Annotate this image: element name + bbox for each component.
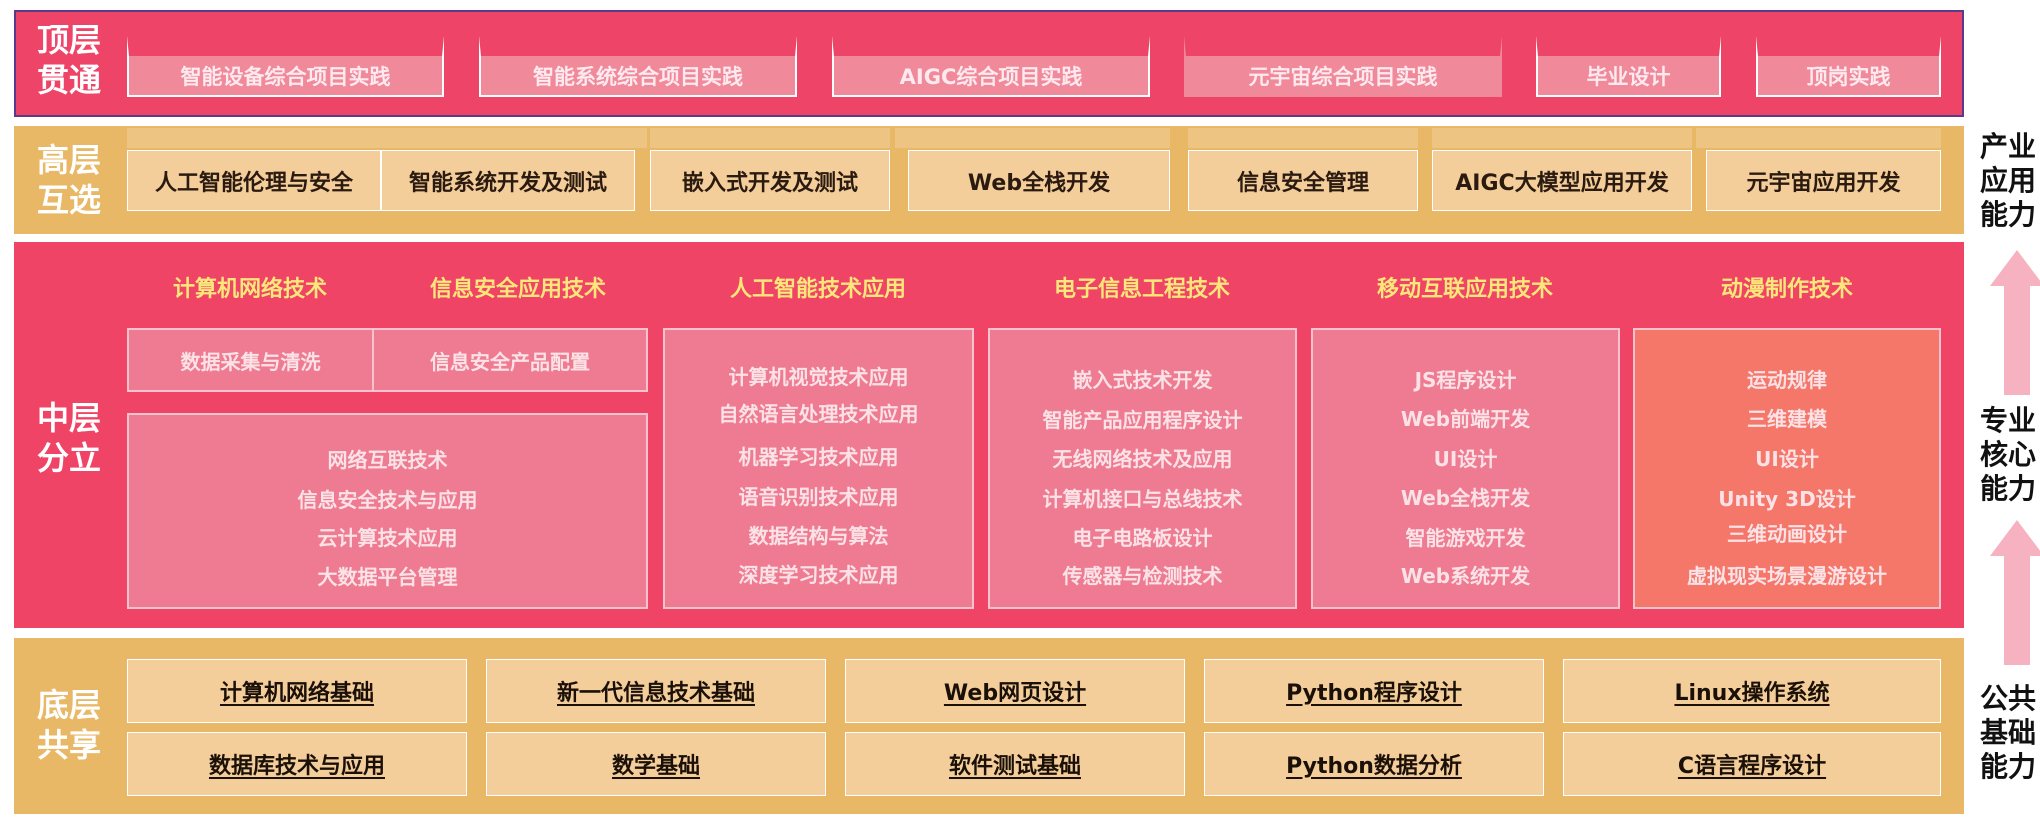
mid-box-network-item: 信息安全技术与应用: [297, 488, 478, 512]
mid-box-mobile-item: Web全栈开发: [1400, 486, 1531, 510]
mid-box-mobile: JS程序设计 Web前端开发 UI设计 Web全栈开发 智能游戏开发 Web系统…: [1311, 328, 1620, 609]
mid-box-ee-item: 电子电路板设计: [1072, 526, 1213, 550]
mid-title-animation: 动漫制作技术: [1720, 277, 1853, 302]
mid-title-network: 计算机网络技术: [172, 277, 327, 302]
high-tab: [1432, 128, 1692, 148]
top-item-smart-device: 智能设备综合项目实践: [127, 36, 444, 97]
mid-box-security-product: 信息安全产品配置: [372, 328, 648, 392]
base-item-database: 数据库技术与应用: [127, 732, 467, 796]
top-item-metaverse: 元宇宙综合项目实践: [1184, 36, 1502, 97]
base-item-software-testing: 软件测试基础: [845, 732, 1185, 796]
mid-box-ee-item: 传感器与检测技术: [1062, 564, 1223, 588]
mid-title-ee: 电子信息工程技术: [1053, 277, 1230, 302]
mid-box-ee-item: 智能产品应用程序设计: [1042, 408, 1243, 432]
mid-box-network-item: 大数据平台管理: [317, 565, 458, 589]
mid-box-mobile-item: 智能游戏开发: [1405, 526, 1526, 550]
mid-box-network-item: 云计算技术应用: [317, 526, 458, 550]
high-tab: [1696, 128, 1941, 148]
mid-box-ai-item: 深度学习技术应用: [738, 563, 899, 587]
high-item-security-mgmt: 信息安全管理: [1188, 150, 1418, 211]
top-item-aigc: AIGC综合项目实践: [832, 36, 1150, 97]
mid-box-network: 网络互联技术 信息安全技术与应用 云计算技术应用 大数据平台管理: [127, 413, 648, 609]
mid-box-ai: 计算机视觉技术应用 自然语言处理技术应用 机器学习技术应用 语音识别技术应用 数…: [663, 328, 974, 609]
mid-box-ee: 嵌入式技术开发 智能产品应用程序设计 无线网络技术及应用 计算机接口与总线技术 …: [988, 328, 1297, 609]
base-item-math: 数学基础: [486, 732, 826, 796]
high-item-system-dev-test: 智能系统开发及测试: [381, 150, 635, 211]
mid-box-network-item: 网络互联技术: [327, 448, 448, 472]
capability-public-label: 公共 基础 能力: [1980, 682, 2037, 783]
top-item-smart-system: 智能系统综合项目实践: [479, 36, 797, 97]
mid-box-ee-item: 无线网络技术及应用: [1052, 447, 1233, 471]
high-tab: [127, 128, 647, 148]
mid-box-ee-item: 计算机接口与总线技术: [1042, 487, 1243, 511]
mid-box-animation-item: 三维动画设计: [1727, 522, 1847, 546]
base-item-linux: Linux操作系统: [1563, 659, 1941, 723]
mid-box-animation: 运动规律 三维建模 UI设计 Unity 3D设计 三维动画设计 虚拟现实场景漫…: [1633, 328, 1941, 609]
capability-core-label: 专业 核心 能力: [1980, 404, 2037, 505]
mid-box-data-collection: 数据采集与清洗: [127, 328, 374, 392]
base-item-python-data-analysis: Python数据分析: [1204, 732, 1544, 796]
top-layer-label: 顶层 贯通: [36, 21, 101, 99]
base-item-new-it-basics: 新一代信息技术基础: [486, 659, 826, 723]
mid-box-animation-item: 虚拟现实场景漫游设计: [1687, 564, 1887, 588]
mid-box-animation-item: 运动规律: [1747, 368, 1827, 392]
mid-box-animation-item: UI设计: [1755, 447, 1819, 471]
high-item-embedded: 嵌入式开发及测试: [650, 150, 890, 211]
mid-box-ai-item: 数据结构与算法: [748, 524, 889, 548]
mid-box-mobile-item: JS程序设计: [1414, 368, 1517, 392]
mid-layer-label: 中层 分立: [36, 399, 101, 477]
high-tab: [650, 128, 890, 148]
up-arrow-icon: [1990, 520, 2040, 665]
high-tab: [1188, 128, 1418, 148]
base-item-c-language: C语言程序设计: [1563, 732, 1941, 796]
high-item-web-fullstack: Web全栈开发: [908, 150, 1170, 211]
high-item-ai-ethics: 人工智能伦理与安全: [127, 150, 381, 211]
high-layer-label: 高层 互选: [36, 141, 101, 219]
high-item-metaverse-app: 元宇宙应用开发: [1706, 150, 1941, 211]
mid-box-mobile-item: Web前端开发: [1400, 407, 1531, 431]
mid-title-security: 信息安全应用技术: [429, 277, 606, 302]
mid-box-ai-item: 自然语言处理技术应用: [718, 402, 919, 426]
mid-title-mobile: 移动互联应用技术: [1376, 277, 1553, 302]
mid-box-ai-item: 语音识别技术应用: [738, 485, 899, 509]
base-layer-label: 底层 共享: [36, 686, 101, 764]
mid-title-ai: 人工智能技术应用: [729, 277, 906, 302]
top-item-graduation: 毕业设计: [1536, 36, 1721, 97]
mid-box-ai-item: 机器学习技术应用: [738, 445, 899, 469]
mid-box-ai-item: 计算机视觉技术应用: [728, 365, 909, 389]
mid-box-animation-item: 三维建模: [1747, 407, 1827, 431]
base-item-web-design: Web网页设计: [845, 659, 1185, 723]
up-arrow-icon: [1990, 250, 2040, 395]
high-tab: [895, 128, 1170, 148]
top-item-internship: 顶岗实践: [1756, 36, 1941, 97]
high-item-aigc-llm: AIGC大模型应用开发: [1432, 150, 1692, 211]
base-item-python-programming: Python程序设计: [1204, 659, 1544, 723]
mid-box-ee-item: 嵌入式技术开发: [1072, 368, 1213, 392]
base-item-network-basics: 计算机网络基础: [127, 659, 467, 723]
mid-box-mobile-item: Web系统开发: [1400, 564, 1531, 588]
capability-industry-label: 产业 应用 能力: [1980, 130, 2037, 231]
mid-box-animation-item: Unity 3D设计: [1718, 487, 1856, 511]
mid-box-mobile-item: UI设计: [1433, 447, 1498, 471]
